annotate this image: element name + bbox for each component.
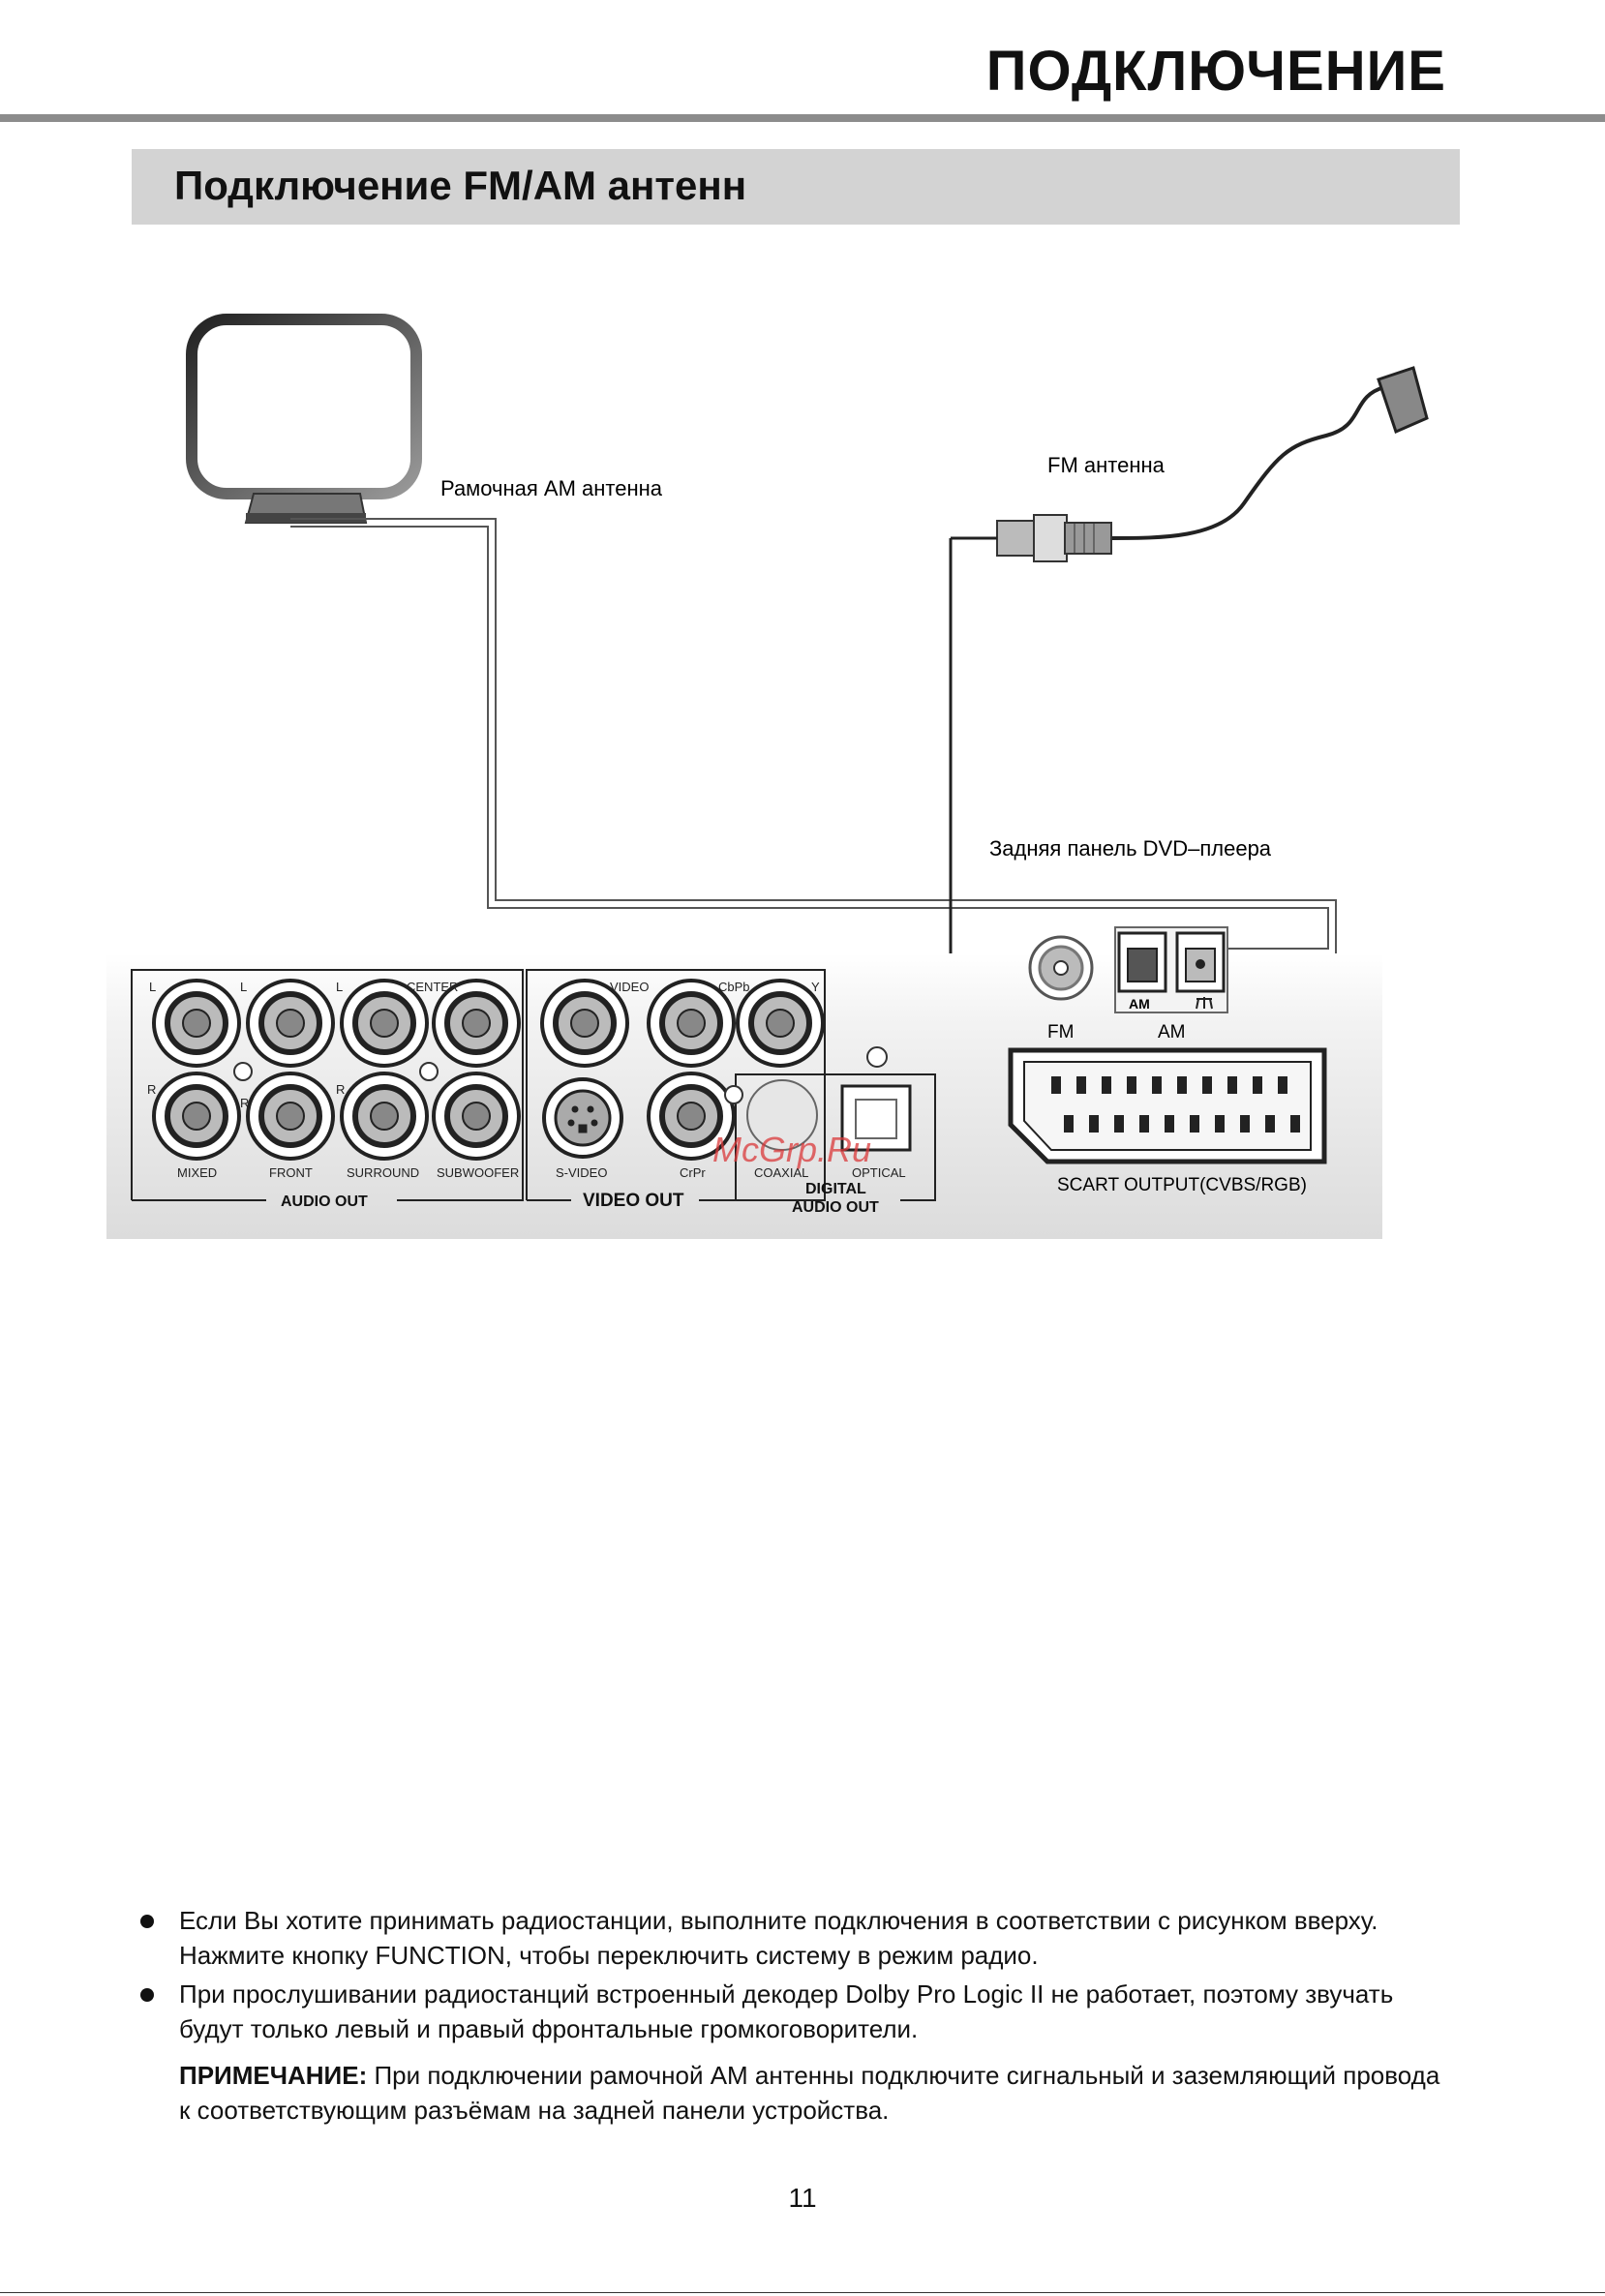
bullet-line: будут только левый и правый фронтальные …: [179, 2014, 919, 2043]
page-header-title: ПОДКЛЮЧЕНИЕ: [985, 40, 1446, 103]
instructions: Если Вы хотите принимать радиостанции, в…: [140, 1903, 1554, 2128]
bullet-line: Нажмите кнопку FUNCTION, чтобы переключи…: [179, 1941, 1039, 1970]
bullet-dot: [140, 1988, 154, 2002]
note: ПРИМЕЧАНИЕ: При подключении рамочной АМ …: [140, 2058, 1554, 2128]
bullet-line: При прослушивании радиостанций встроенны…: [179, 1979, 1394, 2009]
rca-jack-mixed-r: [152, 1072, 241, 1161]
digital-audio-out-label: AUDIO OUT: [792, 1199, 879, 1216]
am-loop-antenna: [186, 314, 422, 524]
bullet-item: Если Вы хотите принимать радиостанции, в…: [140, 1903, 1554, 1973]
rca-jack-center: [432, 979, 521, 1068]
jack-label-l3: L: [336, 980, 343, 994]
rca-jack-cbpb: [647, 979, 736, 1068]
rca-jack-front-r: [246, 1072, 335, 1161]
note-line: к соответствующим разъёмам на задней пан…: [179, 2096, 890, 2125]
coaxial-jack: [746, 1079, 818, 1151]
note-line: ПРИМЕЧАНИЕ: При подключении рамочной АМ …: [179, 2058, 1554, 2093]
ground-icon: [1196, 997, 1213, 1010]
jack-label-r1: R: [147, 1082, 156, 1097]
svideo-jack: [542, 1077, 623, 1159]
digital-label: DIGITAL: [805, 1181, 866, 1197]
audio-out-label: AUDIO OUT: [281, 1193, 368, 1210]
audio-out-group: [131, 969, 524, 1201]
rca-jack-surround-r: [340, 1072, 429, 1161]
scart-pins: [1051, 1076, 1300, 1133]
antenna-connection-diagram: Рамочная АМ антенна FM антенна Задняя па…: [106, 314, 1429, 1239]
fm-jack: [1028, 935, 1094, 1001]
jack-label-l1: L: [149, 980, 156, 994]
bottom-rule: [0, 2292, 1605, 2293]
jack-label-video: VIDEO: [610, 980, 649, 994]
panel-screws: [233, 1046, 888, 1104]
jack-label-svideo: S-VIDEO: [556, 1165, 607, 1180]
jack-label-coaxial: COAXIAL: [754, 1165, 808, 1180]
video-out-group: [526, 969, 826, 1201]
note-text: При подключении рамочной АМ антенны подк…: [367, 2061, 1440, 2090]
jack-label-subwoofer: SUBWOOFER: [437, 1165, 519, 1180]
jack-label-l2: L: [240, 980, 247, 994]
fm-antenna-cable: [949, 366, 1429, 980]
watermark: McGrp.Ru: [712, 1130, 871, 1169]
scart-connector: [1008, 1047, 1327, 1164]
note-label: ПРИМЕЧАНИЕ:: [179, 2061, 368, 2090]
rca-jack-subwoofer: [432, 1072, 521, 1161]
jack-label-crpr: CrPr: [680, 1165, 706, 1180]
jack-label-r3: R: [336, 1082, 345, 1097]
jack-label-optical: OPTICAL: [852, 1165, 906, 1180]
scart-label: SCART OUTPUT(CVBS/RGB): [1057, 1175, 1307, 1195]
am-label: AM: [1158, 1022, 1186, 1042]
rca-jack-surround-l: [340, 979, 429, 1068]
jack-label-mixed: MIXED: [177, 1165, 217, 1180]
section-bar: Подключение FM/AM антенн: [132, 149, 1460, 225]
fm-antenna-label: FM антенна: [1047, 453, 1166, 477]
am-antenna-wire: [290, 518, 1337, 957]
jack-label-r2: R: [240, 1096, 249, 1110]
bullet-line: Если Вы хотите принимать радиостанции, в…: [179, 1906, 1378, 1935]
rca-jacks: [152, 979, 825, 1161]
bullet-dot: [140, 1915, 154, 1928]
am-antenna-label: Рамочная АМ антенна: [440, 476, 663, 500]
jack-label-center: CENTER: [407, 980, 458, 994]
jack-label-cbpb: CbPb: [718, 980, 750, 994]
fm-label: FM: [1047, 1022, 1074, 1042]
optical-jack: [840, 1084, 912, 1152]
header-rule: [0, 114, 1605, 122]
rca-jack-mixed-l: [152, 979, 241, 1068]
bullet-item: При прослушивании радиостанций встроенны…: [140, 1977, 1554, 2046]
digital-audio-group: [735, 1073, 936, 1201]
rca-jack-y: [736, 979, 825, 1068]
rear-panel-label: Задняя панель DVD–плеера: [989, 836, 1272, 861]
jack-label-front: FRONT: [269, 1165, 313, 1180]
rca-jack-video: [540, 979, 629, 1068]
jack-label-surround: SURROUND: [347, 1165, 419, 1180]
page-number: 11: [788, 2183, 817, 2213]
rca-jack-front-l: [246, 979, 335, 1068]
jack-label-y: Y: [811, 980, 820, 994]
section-title: Подключение FM/AM антенн: [174, 163, 747, 208]
video-out-label: VIDEO OUT: [583, 1191, 684, 1211]
am-terminal-label: AM: [1129, 996, 1150, 1012]
rca-jack-crpr: [647, 1072, 736, 1161]
